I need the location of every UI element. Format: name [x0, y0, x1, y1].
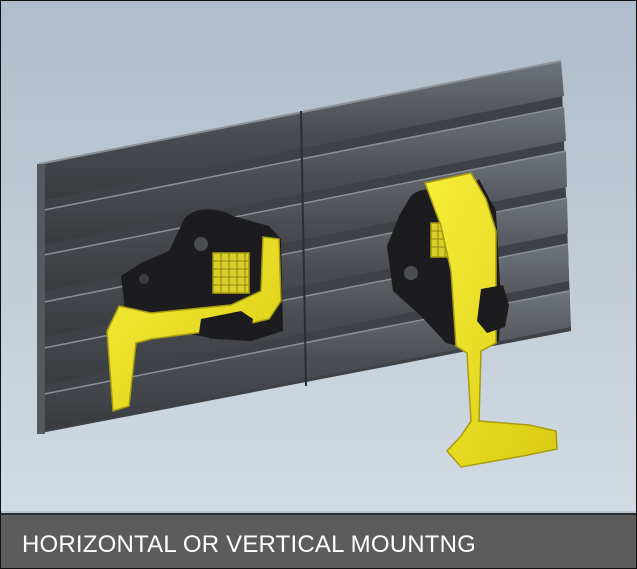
cad-render-svg — [1, 1, 636, 511]
vertical-clamp — [387, 172, 558, 468]
caption-text: HORIZONTAL OR VERTICAL MOUNTNG — [22, 531, 477, 558]
horizontal-clamp — [106, 209, 283, 412]
caption-bar: HORIZONTAL OR VERTICAL MOUNTNG — [1, 513, 636, 568]
cad-render — [1, 1, 636, 511]
